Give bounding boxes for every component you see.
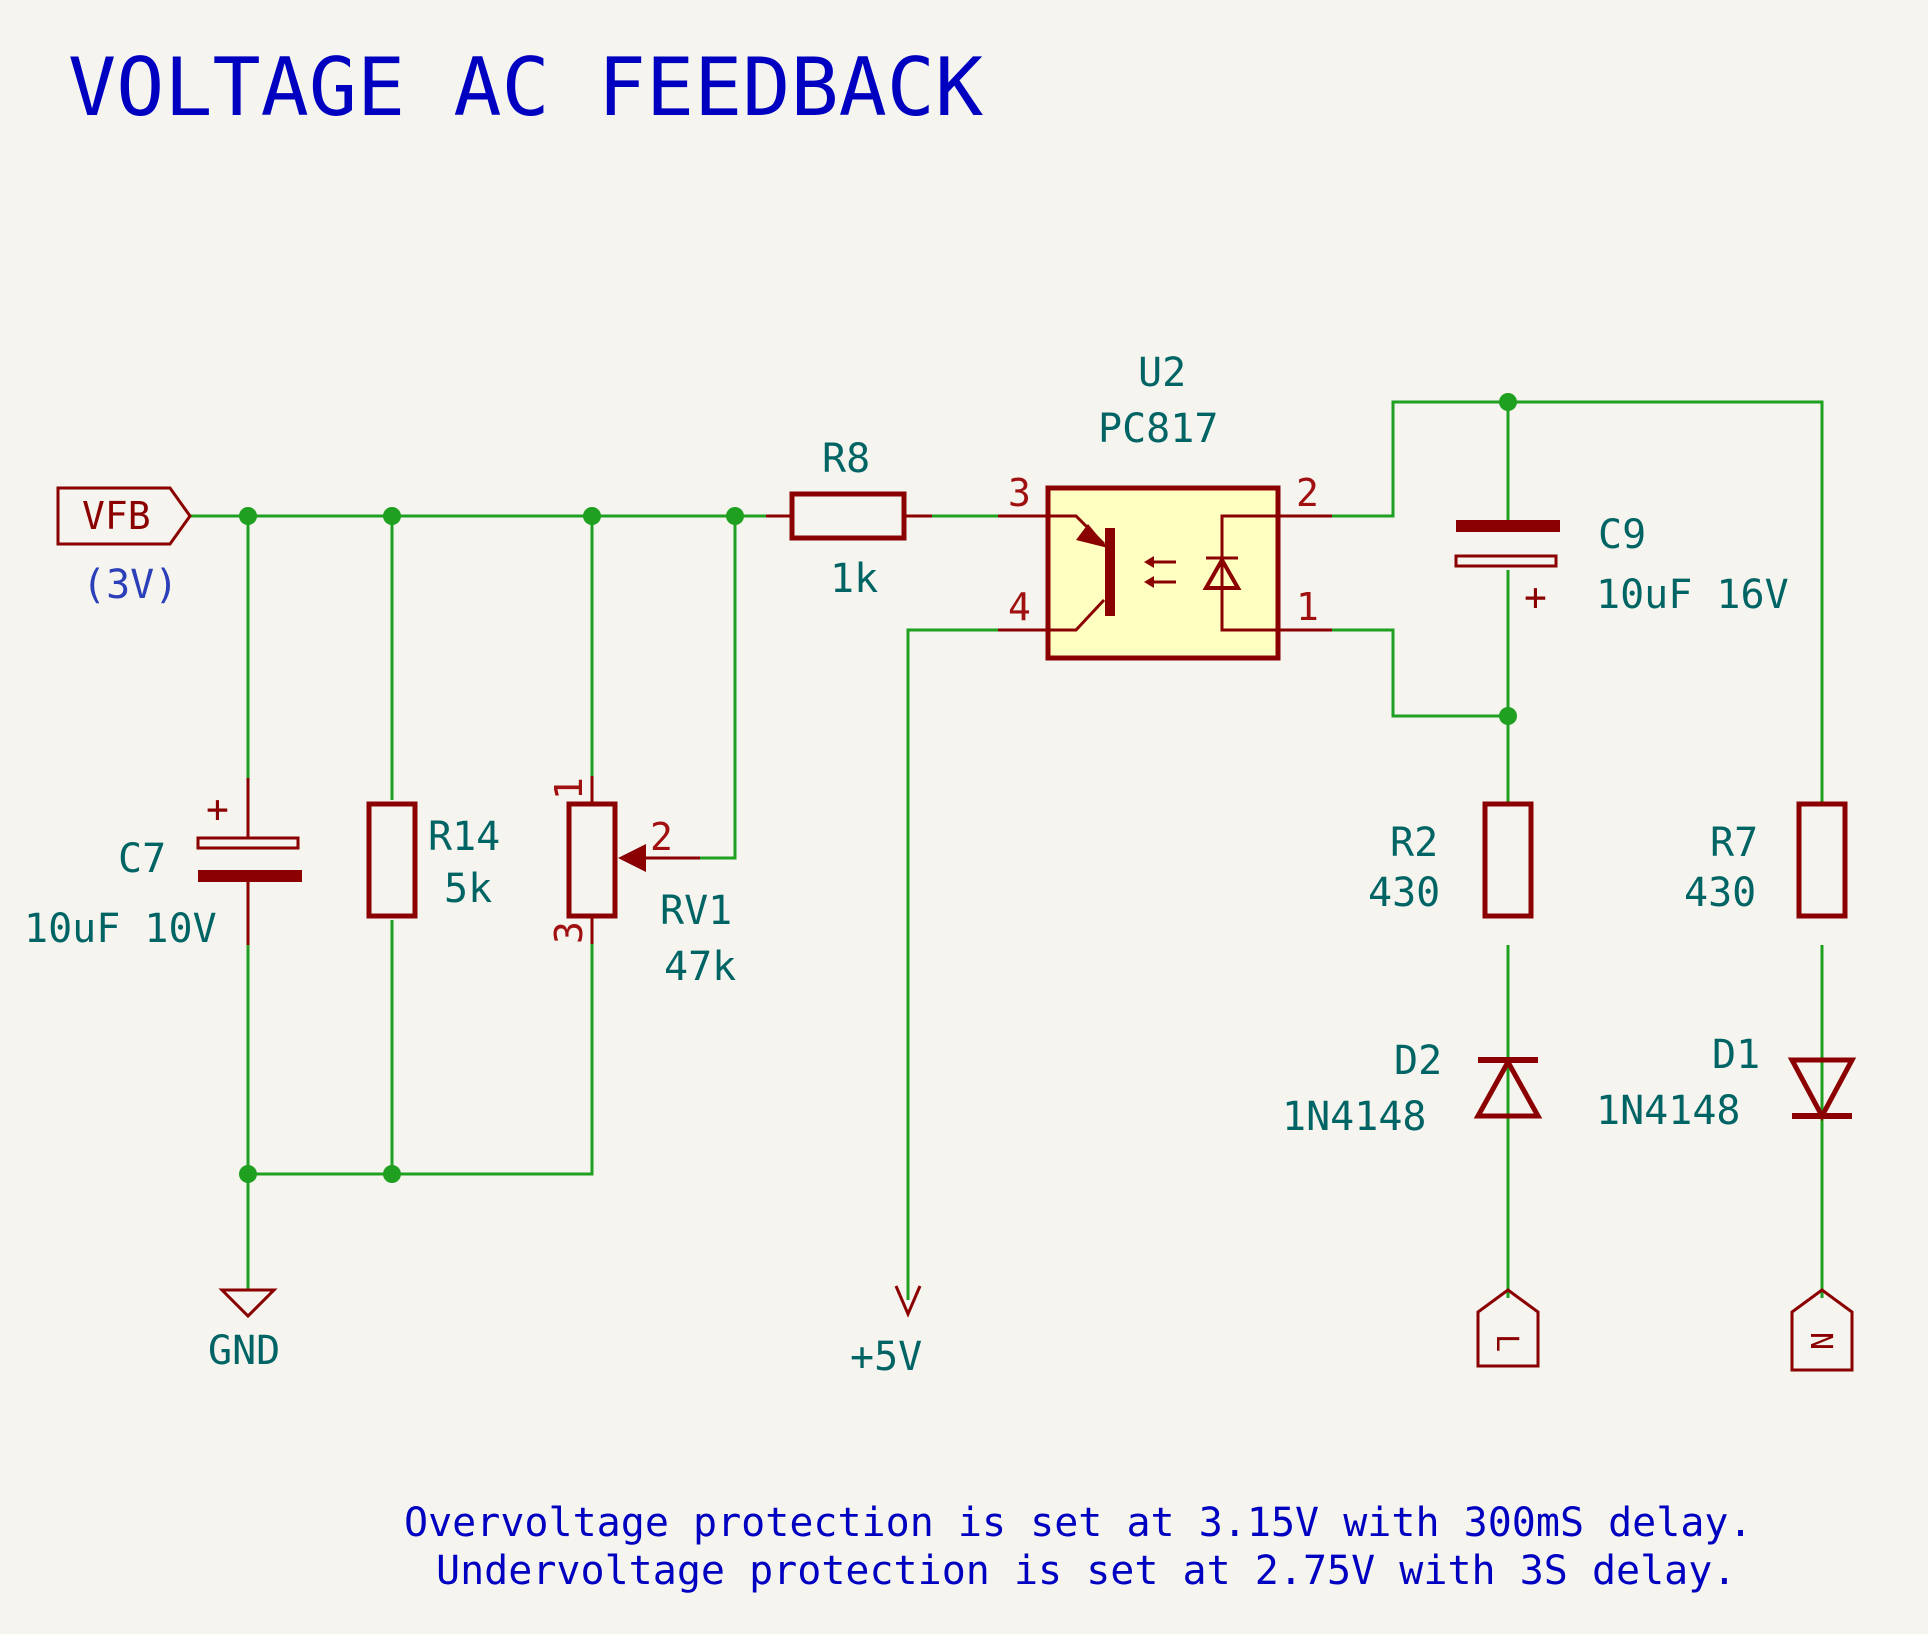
junction <box>1499 707 1517 725</box>
junction <box>383 507 401 525</box>
d2-ref: D2 <box>1394 1038 1442 1084</box>
r8-value: 1k <box>830 556 878 602</box>
line-input-port <box>1476 1288 1540 1368</box>
diode-d2 <box>1473 1056 1543 1119</box>
r7-ref: R7 <box>1710 820 1758 866</box>
u2-pin1-number: 1 <box>1296 585 1319 629</box>
c7-value: 10uF 10V <box>24 906 217 952</box>
u2-led-triangle <box>1202 555 1242 590</box>
rv1-body <box>566 801 618 919</box>
r14-ref: R14 <box>428 814 500 860</box>
c9-plate-positive <box>1454 554 1558 568</box>
r7-value: 430 <box>1684 870 1756 916</box>
wire-u2-pin4 <box>906 628 1042 1300</box>
d1-triangle <box>1787 1057 1857 1122</box>
resistor-r14 <box>366 801 418 919</box>
resistor-r7 <box>1796 801 1848 919</box>
r14-value: 5k <box>444 866 492 912</box>
resistor-r2 <box>1482 801 1534 919</box>
r8-body <box>789 491 907 541</box>
u2-value: PC817 <box>1098 406 1218 452</box>
vcc-arrow-icon <box>894 1285 922 1318</box>
junctions <box>239 393 1517 1183</box>
line-label: L <box>1489 1334 1524 1352</box>
capacitor-c9: + <box>1454 520 1560 619</box>
d2-value: 1N4148 <box>1282 1094 1427 1140</box>
u2-emitter <box>1048 598 1106 632</box>
rv1-pin3-number: 3 <box>547 921 591 944</box>
r14-body <box>366 801 418 919</box>
r2-body <box>1482 801 1534 919</box>
vfb-net-label: VFB <box>56 486 192 546</box>
d2-triangle <box>1473 1056 1543 1119</box>
u2-pin3-number: 3 <box>1008 471 1031 515</box>
d1-value: 1N4148 <box>1596 1088 1741 1134</box>
c7-plate-positive <box>196 836 300 850</box>
optocoupler-u2 <box>998 485 1332 661</box>
vcc-label: +5V <box>850 1334 922 1380</box>
junction <box>1499 393 1517 411</box>
r7-body <box>1796 801 1848 919</box>
schematic-title: VOLTAGE AC FEEDBACK <box>68 41 983 134</box>
gnd-symbol <box>218 1288 278 1319</box>
u2-light-arrowhead <box>1144 556 1154 568</box>
u2-pin4-number: 4 <box>1008 585 1031 629</box>
junction <box>726 507 744 525</box>
c7-ref: C7 <box>118 836 166 882</box>
r2-value: 430 <box>1368 870 1440 916</box>
c9-plus-sign: + <box>1524 575 1547 619</box>
junction <box>239 1165 257 1183</box>
rv1-ref: RV1 <box>660 888 732 934</box>
rv1-value: 47k <box>664 944 736 990</box>
u2-package <box>1045 485 1281 661</box>
c9-ref: C9 <box>1598 512 1646 558</box>
u2-light-arrowhead <box>1144 576 1154 588</box>
junction <box>239 507 257 525</box>
resistor-r8 <box>766 491 932 541</box>
c7-plus-sign: + <box>206 787 229 831</box>
note-overvoltage: Overvoltage protection is set at 3.15V w… <box>404 1500 1753 1546</box>
wire-c9-top <box>1332 400 1824 802</box>
vfb-label-text: VFB <box>82 494 151 538</box>
c7-plate-negative <box>198 870 302 882</box>
note-undervoltage: Undervoltage protection is set at 2.75V … <box>436 1548 1736 1594</box>
wire-gnd-bus <box>248 944 594 1176</box>
junction <box>583 507 601 525</box>
neutral-label: N <box>1803 1332 1838 1350</box>
d1-ref: D1 <box>1712 1032 1760 1078</box>
potentiometer-rv1 <box>566 776 700 944</box>
vfb-voltage-note: (3V) <box>82 562 178 608</box>
wire-u2-pin1 <box>1332 628 1508 718</box>
rv1-pin2-number: 2 <box>650 815 673 859</box>
wire-rv1-wiper <box>628 516 737 860</box>
rv1-wiper-arrow <box>618 844 646 872</box>
r2-ref: R2 <box>1390 820 1438 866</box>
junction <box>383 1165 401 1183</box>
rv1-pin1-number: 1 <box>547 777 591 800</box>
gnd-icon <box>218 1288 278 1319</box>
gnd-label: GND <box>208 1328 280 1374</box>
diode-d1 <box>1787 1057 1857 1122</box>
r8-ref: R8 <box>822 436 870 482</box>
hierarchical-label-shape <box>56 486 192 546</box>
line-connector: L <box>1476 1288 1540 1368</box>
c9-plate-negative <box>1456 520 1560 532</box>
vcc-symbol <box>894 1285 922 1318</box>
u2-emitter-arrow <box>1076 524 1108 548</box>
capacitor-c7: + <box>196 778 302 945</box>
neutral-connector: N <box>1790 1288 1854 1372</box>
u2-led-leads <box>1220 514 1278 632</box>
u2-ref: U2 <box>1138 350 1186 396</box>
u2-pin2-number: 2 <box>1296 471 1319 515</box>
c9-value: 10uF 16V <box>1596 572 1789 618</box>
neutral-input-port <box>1790 1288 1854 1372</box>
